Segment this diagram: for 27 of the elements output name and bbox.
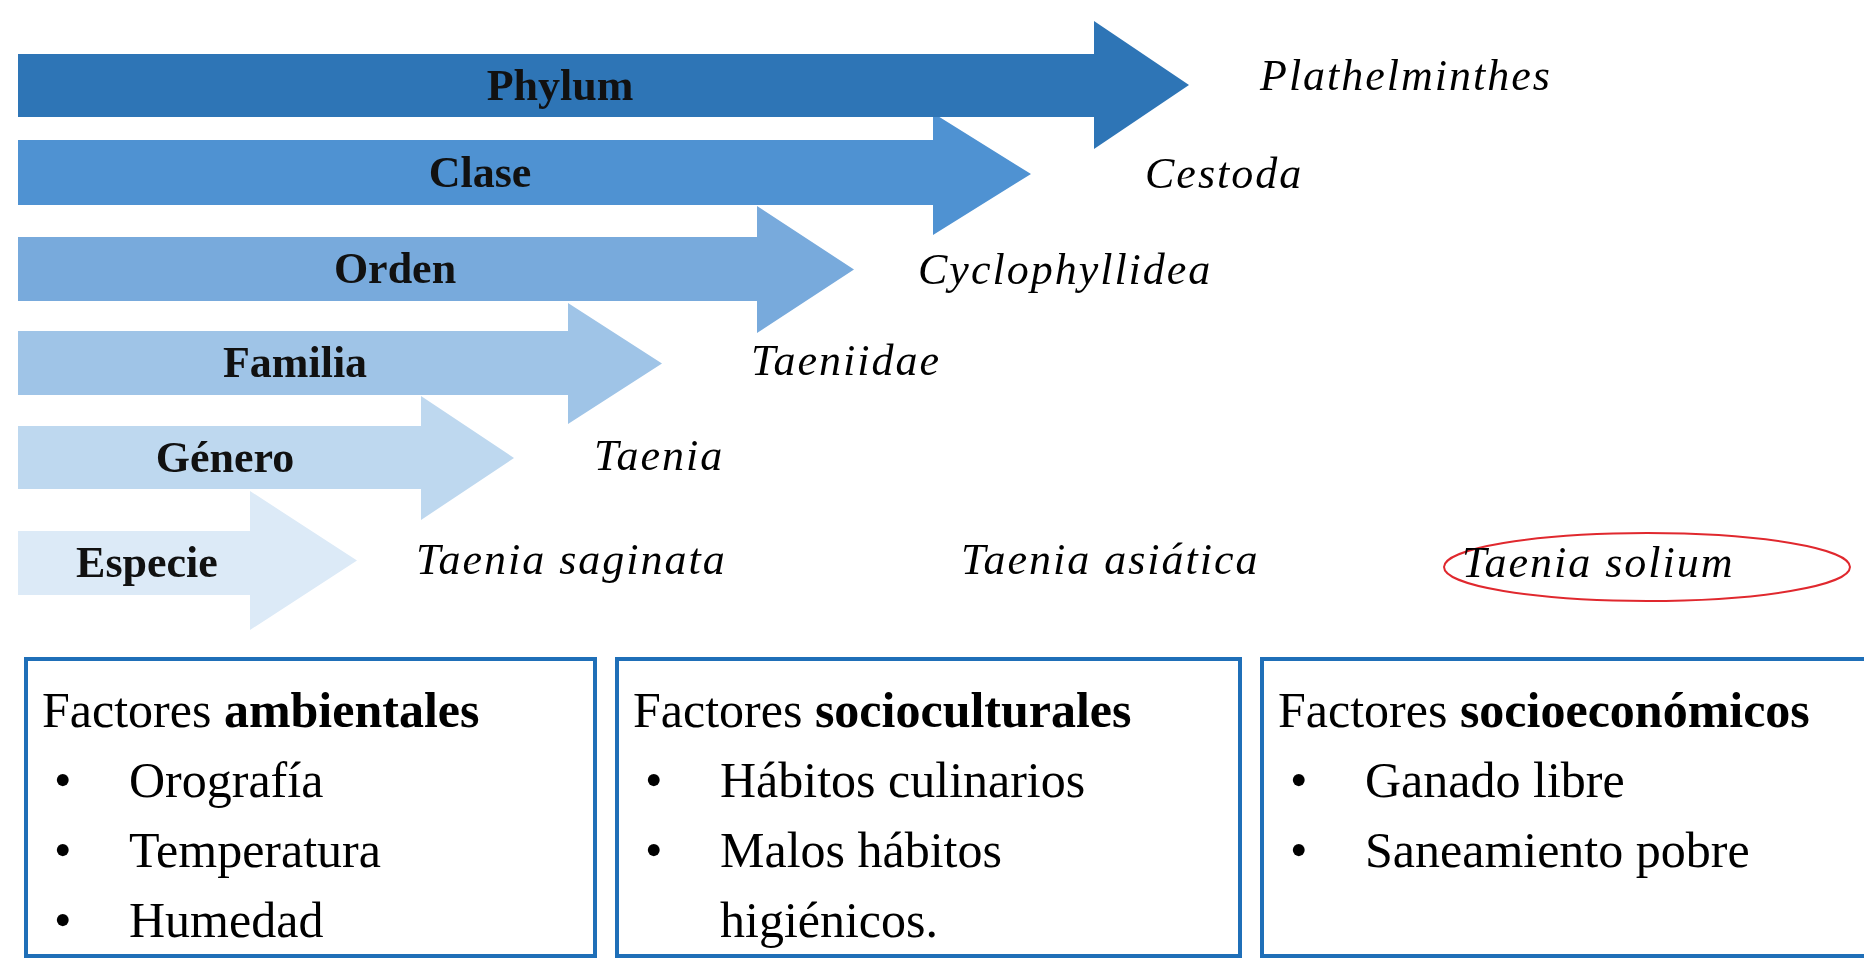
bullet-item: • Saneamiento pobre — [1290, 821, 1751, 880]
bullet-item: • Ganado libre — [1290, 751, 1626, 810]
rank-label: Especie — [76, 537, 218, 588]
factor-box — [1260, 657, 1864, 958]
taxon-name: Taenia saginata — [416, 534, 727, 585]
bullet-item: • Hábitos culinarios — [645, 751, 1087, 810]
rank-label: Familia — [222, 337, 368, 388]
taxon-name: Taenia — [594, 430, 725, 481]
rank-label: Género — [155, 431, 295, 483]
box-heading: Factores socioculturales — [633, 681, 1133, 740]
bullet-item: • Temperatura — [54, 821, 382, 880]
rank-label: Orden — [333, 243, 457, 294]
box-heading: Factores ambientales — [42, 681, 481, 740]
taxon-name: Taeniidae — [751, 335, 941, 386]
factor-box — [24, 657, 597, 958]
bullet-item: • Orografía — [54, 751, 325, 810]
taxon-name: Plathelminthes — [1260, 50, 1552, 101]
rank-label: Phylum — [486, 59, 634, 111]
taxon-name: Cestoda — [1145, 148, 1304, 199]
taxon-name: Cyclophyllidea — [918, 244, 1213, 295]
rank-label: Clase — [428, 146, 532, 198]
bullet-item: • Malos hábitos higiénicos. — [645, 821, 1003, 950]
taxon-name: Taenia asiática — [961, 534, 1260, 585]
factor-box — [615, 657, 1242, 958]
box-heading: Factores socioeconómicos — [1278, 681, 1811, 740]
bullet-item: • Humedad — [54, 891, 325, 950]
highlighted-taxon: Taenia solium — [1442, 531, 1852, 603]
